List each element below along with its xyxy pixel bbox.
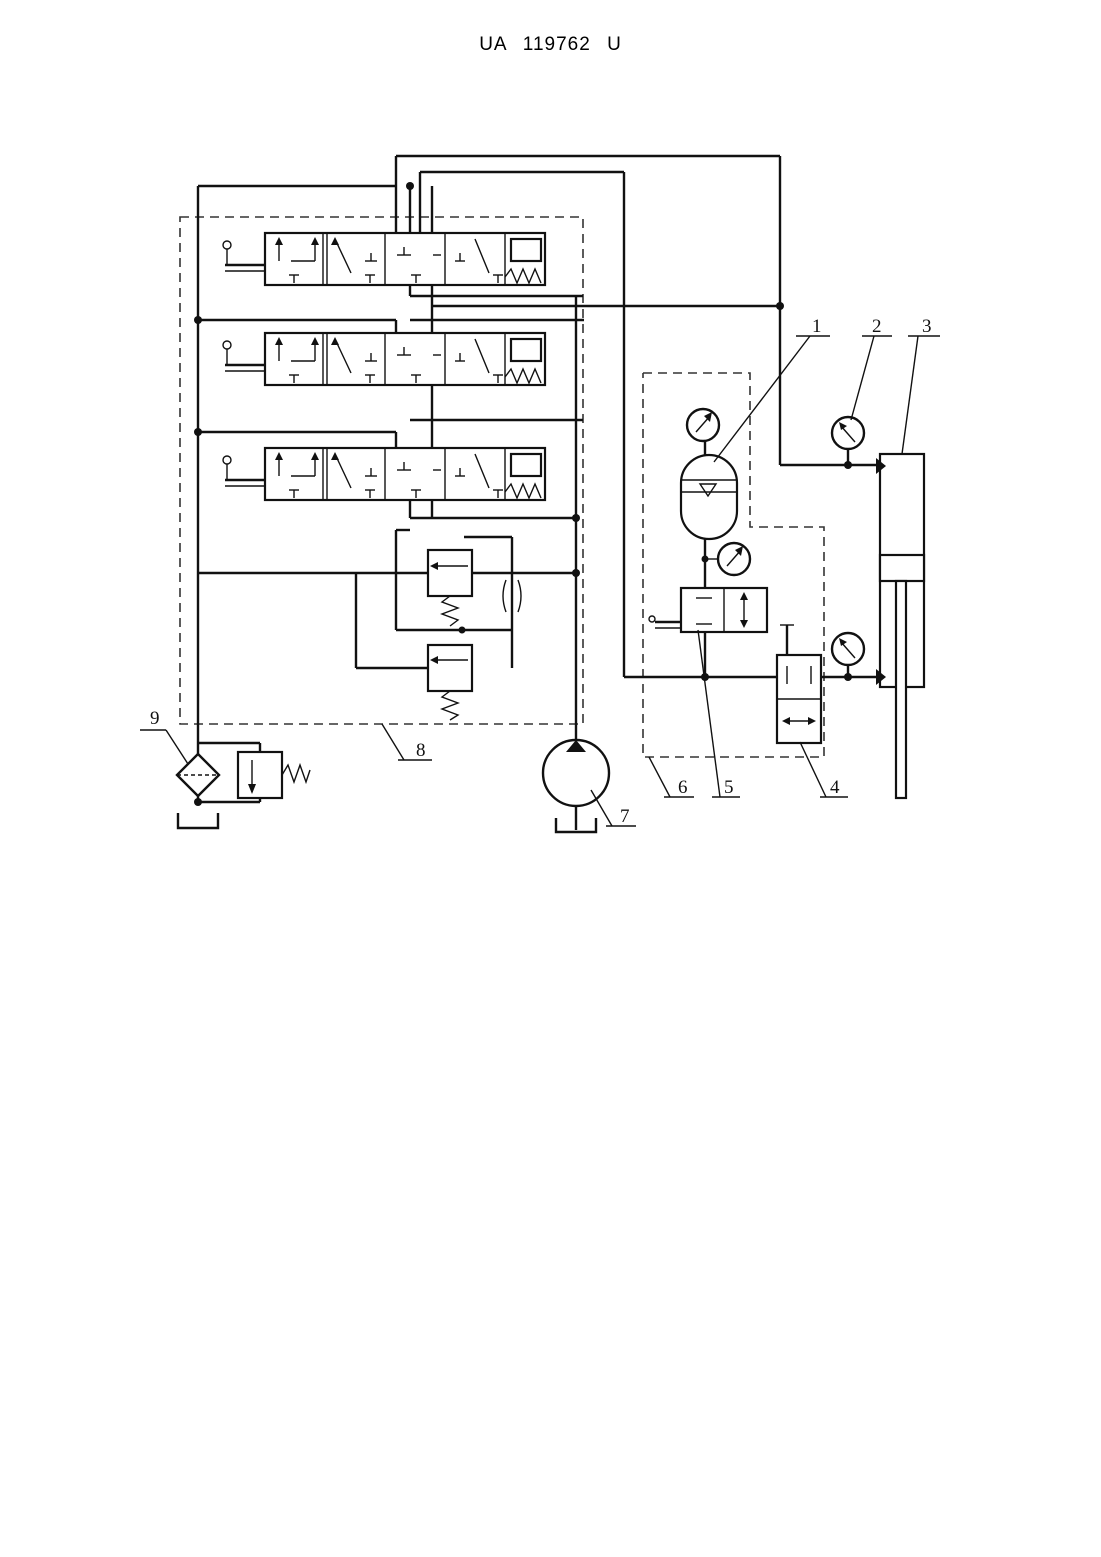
callout-9: 9	[150, 708, 160, 729]
callout-4: 4	[830, 777, 840, 798]
callout-2: 2	[872, 316, 882, 337]
callout-6: 6	[678, 777, 688, 798]
callout-7: 7	[620, 806, 630, 827]
callout-5: 5	[724, 777, 734, 798]
callout-8: 8	[416, 740, 426, 761]
callout-3: 3	[922, 316, 932, 337]
callout-1: 1	[812, 316, 822, 337]
